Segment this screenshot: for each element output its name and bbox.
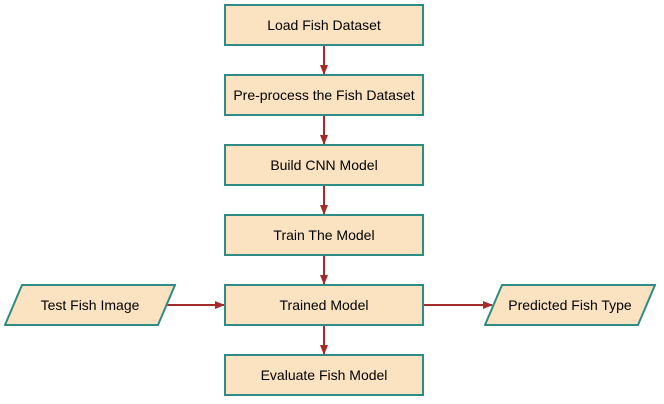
trained-model-label: Trained Model <box>279 297 369 313</box>
test-image-parallelogram <box>4 284 176 326</box>
evaluate-model-box: Evaluate Fish Model <box>224 354 424 396</box>
trained-model-box: Trained Model <box>224 284 424 326</box>
load-dataset-box: Load Fish Dataset <box>224 4 424 46</box>
train-model-box: Train The Model <box>224 214 424 256</box>
test-image-input: Test Fish Image <box>4 284 176 326</box>
build-model-box: Build CNN Model <box>224 144 424 186</box>
test-image-label: Test Fish Image <box>40 297 140 313</box>
evaluate-model-label: Evaluate Fish Model <box>260 367 388 383</box>
preprocess-box: Pre-process the Fish Dataset <box>224 74 424 116</box>
prediction-output: Predicted Fish Type <box>484 284 656 326</box>
train-model-label: Train The Model <box>273 227 375 243</box>
prediction-label: Predicted Fish Type <box>508 297 632 313</box>
preprocess-label: Pre-process the Fish Dataset <box>233 87 415 103</box>
load-dataset-label: Load Fish Dataset <box>267 17 381 33</box>
build-model-label: Build CNN Model <box>270 157 378 173</box>
prediction-parallelogram <box>484 284 656 326</box>
